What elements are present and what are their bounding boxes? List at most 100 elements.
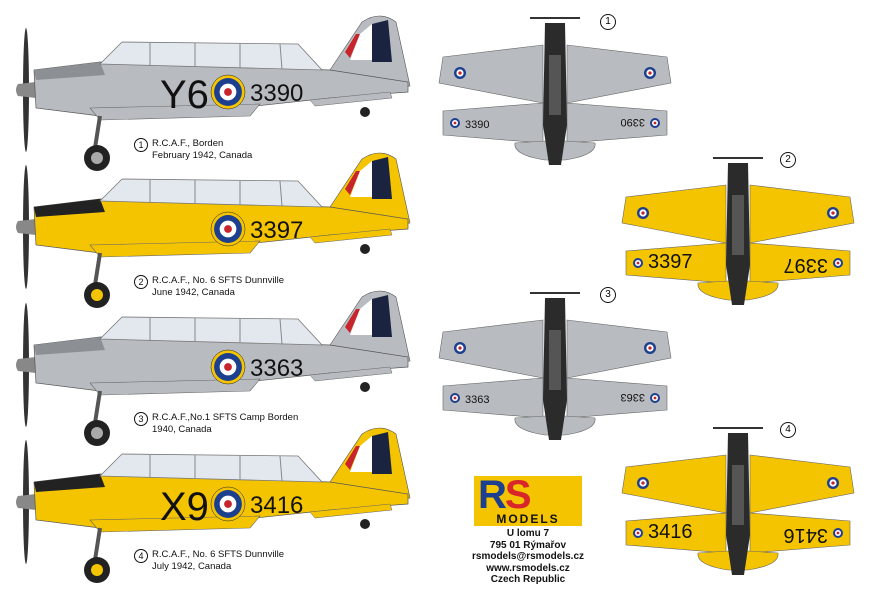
- top-view-2: 3397 3397: [621, 157, 855, 305]
- tail-wheel: [360, 382, 370, 392]
- fuselage-roundel: [210, 349, 246, 385]
- wing-roundel-right: [827, 207, 839, 219]
- profile-number: 3: [134, 412, 148, 426]
- profile-number: 1: [134, 138, 148, 152]
- profile-caption: 1 R.C.A.F., Borden February 1942, Canada: [134, 138, 253, 162]
- address-email: rsmodels@rsmodels.cz: [471, 551, 585, 562]
- wing: [89, 103, 261, 121]
- left-wing-upper: [621, 454, 727, 514]
- tailplane: [309, 366, 393, 382]
- right-wing-lower: [749, 242, 851, 284]
- top-view-number: 2: [780, 152, 796, 168]
- wing: [89, 378, 261, 396]
- canopy: [99, 41, 323, 71]
- wing-roundel-right: [644, 342, 656, 354]
- canopy: [99, 316, 323, 346]
- serial-left: 3390: [465, 119, 489, 131]
- tail-wheel: [360, 107, 370, 117]
- top-view-1: 3390 3390: [438, 17, 672, 165]
- tail-wheel: [360, 519, 370, 529]
- left-wing-upper: [438, 44, 544, 104]
- address-website: www.rsmodels.cz: [486, 562, 570, 574]
- lower-roundel-right: [833, 258, 843, 268]
- right-wing-lower: [749, 512, 851, 554]
- serial-right: 3363: [621, 391, 645, 403]
- canopy: [99, 178, 323, 208]
- fin-flash-blue: [372, 432, 392, 474]
- wing-roundel-right: [644, 67, 656, 79]
- serial-number: 3390: [250, 80, 303, 107]
- tail-wheel: [360, 244, 370, 254]
- serial-left: 3397: [648, 251, 693, 273]
- fin-flash-white: [350, 436, 372, 472]
- wing: [89, 515, 261, 533]
- serial-right: 3397: [784, 254, 829, 276]
- left-wing-upper: [621, 184, 727, 244]
- left-wing-lower: [625, 242, 727, 284]
- lower-roundel-right: [833, 528, 843, 538]
- side-profile-1: Y6 3390: [16, 15, 411, 171]
- fin-flash-white: [350, 24, 372, 60]
- serial-number: 3363: [250, 355, 303, 382]
- fin-flash-white: [350, 161, 372, 197]
- code-letters: X9: [160, 485, 209, 529]
- canopy: [732, 195, 744, 255]
- serial-right: 3390: [621, 116, 645, 128]
- address-block: U lomu 7 795 01 Rýmařov rsmodels@rsmodel…: [440, 528, 616, 586]
- profile-caption: 2 R.C.A.F., No. 6 SFTS Dunnville June 19…: [134, 275, 284, 299]
- wing-roundel-left: [454, 67, 466, 79]
- caption-unit: R.C.A.F., Borden: [152, 138, 224, 149]
- wing-roundel-left: [454, 342, 466, 354]
- fin-flash-blue: [372, 20, 392, 62]
- lower-roundel-left: [450, 393, 460, 403]
- profile-number: 2: [134, 275, 148, 289]
- logo-s: S: [504, 473, 532, 517]
- top-view-number: 3: [600, 287, 616, 303]
- wing-roundel-left: [637, 207, 649, 219]
- left-wing-lower: [625, 512, 727, 554]
- right-wing-upper: [749, 184, 855, 244]
- cowling-top: [34, 199, 105, 217]
- caption-date: February 1942, Canada: [152, 150, 253, 161]
- right-wing-upper: [566, 44, 672, 104]
- cowling-top: [34, 337, 105, 355]
- cowling-top: [34, 474, 105, 492]
- caption-date: 1940, Canada: [152, 424, 212, 435]
- logo-models: MODELS: [496, 512, 560, 526]
- serial-left: 3363: [465, 394, 489, 406]
- tailplane: [309, 228, 393, 244]
- caption-date: July 1942, Canada: [152, 561, 232, 572]
- address-city: 795 01 Rýmařov: [489, 539, 567, 551]
- fin-flash-red: [345, 171, 360, 195]
- tailplane: [309, 91, 393, 107]
- fin-flash-red: [345, 34, 360, 58]
- profile-number: 4: [134, 549, 148, 563]
- right-wing-lower: [566, 102, 668, 144]
- fin-flash-red: [345, 446, 360, 470]
- fin-flash-blue: [372, 295, 392, 337]
- tailplane: [309, 503, 393, 519]
- fin-flash-red: [345, 309, 360, 333]
- side-profile-2: 3397: [16, 152, 411, 308]
- canopy: [549, 330, 561, 390]
- fuselage-roundel: [210, 486, 246, 522]
- left-wing-lower: [442, 377, 544, 419]
- code-letters: Y6: [160, 73, 209, 117]
- spinner: [16, 219, 36, 235]
- wing-roundel-left: [637, 477, 649, 489]
- wing: [89, 240, 261, 258]
- canopy: [549, 55, 561, 115]
- top-view-number: 1: [600, 14, 616, 30]
- lower-roundel-left: [633, 528, 643, 538]
- serial-right: 3416: [784, 524, 829, 546]
- fuselage-roundel: [210, 211, 246, 247]
- caption-unit: R.C.A.F., No. 6 SFTS Dunnville: [152, 275, 284, 286]
- lower-roundel-right: [650, 118, 660, 128]
- spinner: [16, 357, 36, 373]
- serial-number: 3397: [250, 217, 303, 244]
- fin-flash-white: [350, 299, 372, 335]
- top-view-number: 4: [780, 422, 796, 438]
- serial-number: 3416: [250, 492, 303, 519]
- left-wing-lower: [442, 102, 544, 144]
